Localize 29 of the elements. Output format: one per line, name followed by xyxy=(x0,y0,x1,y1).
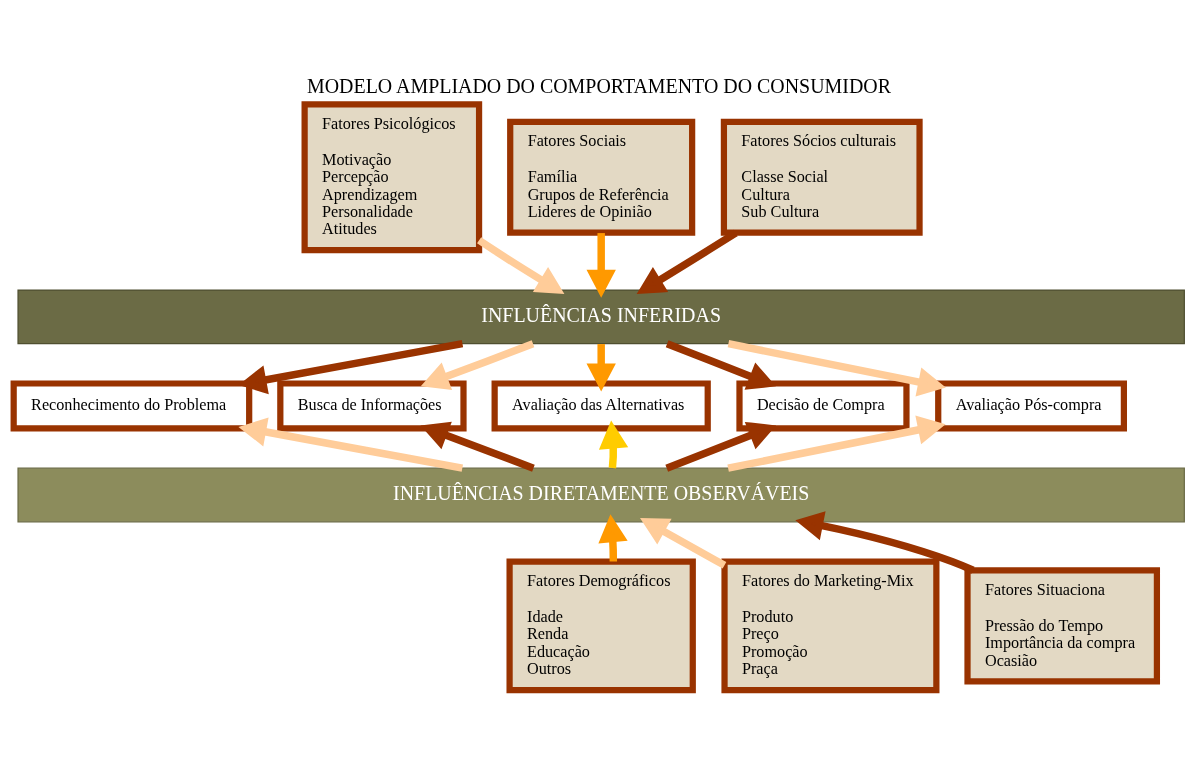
node-box: INFLUÊNCIAS DIRETAMENTE OBSERVÁVEIS xyxy=(17,467,1185,522)
arrow xyxy=(477,236,565,294)
node-box: Fatores Demográficos Idade Renda Educação Outros xyxy=(506,558,696,693)
node-box: INFLUÊNCIAS INFERIDAS xyxy=(17,288,1185,344)
node-box: Decisão de Compra xyxy=(736,379,910,431)
arrow xyxy=(586,343,616,391)
arrow xyxy=(586,232,616,298)
arrow xyxy=(640,517,727,569)
arrow xyxy=(727,415,946,472)
arrow xyxy=(665,339,776,390)
arrow xyxy=(665,421,777,472)
arrow xyxy=(795,510,975,574)
arrow xyxy=(598,513,628,562)
arrow xyxy=(727,339,946,396)
arrow xyxy=(598,420,629,468)
arrow xyxy=(636,229,738,294)
arrow xyxy=(420,339,535,390)
arrow xyxy=(420,421,535,472)
node-box: Busca de Informações xyxy=(277,379,467,431)
node-box: Avaliação das Alternativas xyxy=(491,379,711,431)
node-box: Fatores Situaciona Pressão do Tempo Importância da compra Ocasião xyxy=(964,566,1161,684)
node-box: Reconhecimento do Problema xyxy=(10,379,253,431)
diagram-title: MODELO AMPLIADO DO COMPORTAMENTO DO CONSUMIDOR xyxy=(306,74,892,97)
node-box: Fatores Sociais Família Grupos de Referência Lideres de Opinião xyxy=(507,118,696,236)
node-box: Fatores Psicológicos Motivação Percepção Aprendizagem Personalidade Atitudes xyxy=(301,100,483,253)
arrow xyxy=(238,417,464,472)
node-box: Avaliação Pós-compra xyxy=(935,379,1127,431)
node-box: Fatores Sócios culturais Classe Social Cultura Sub Cultura xyxy=(720,118,923,236)
node-box: Fatores do Marketing-Mix Produto Preço Promoção Praça xyxy=(721,558,940,693)
